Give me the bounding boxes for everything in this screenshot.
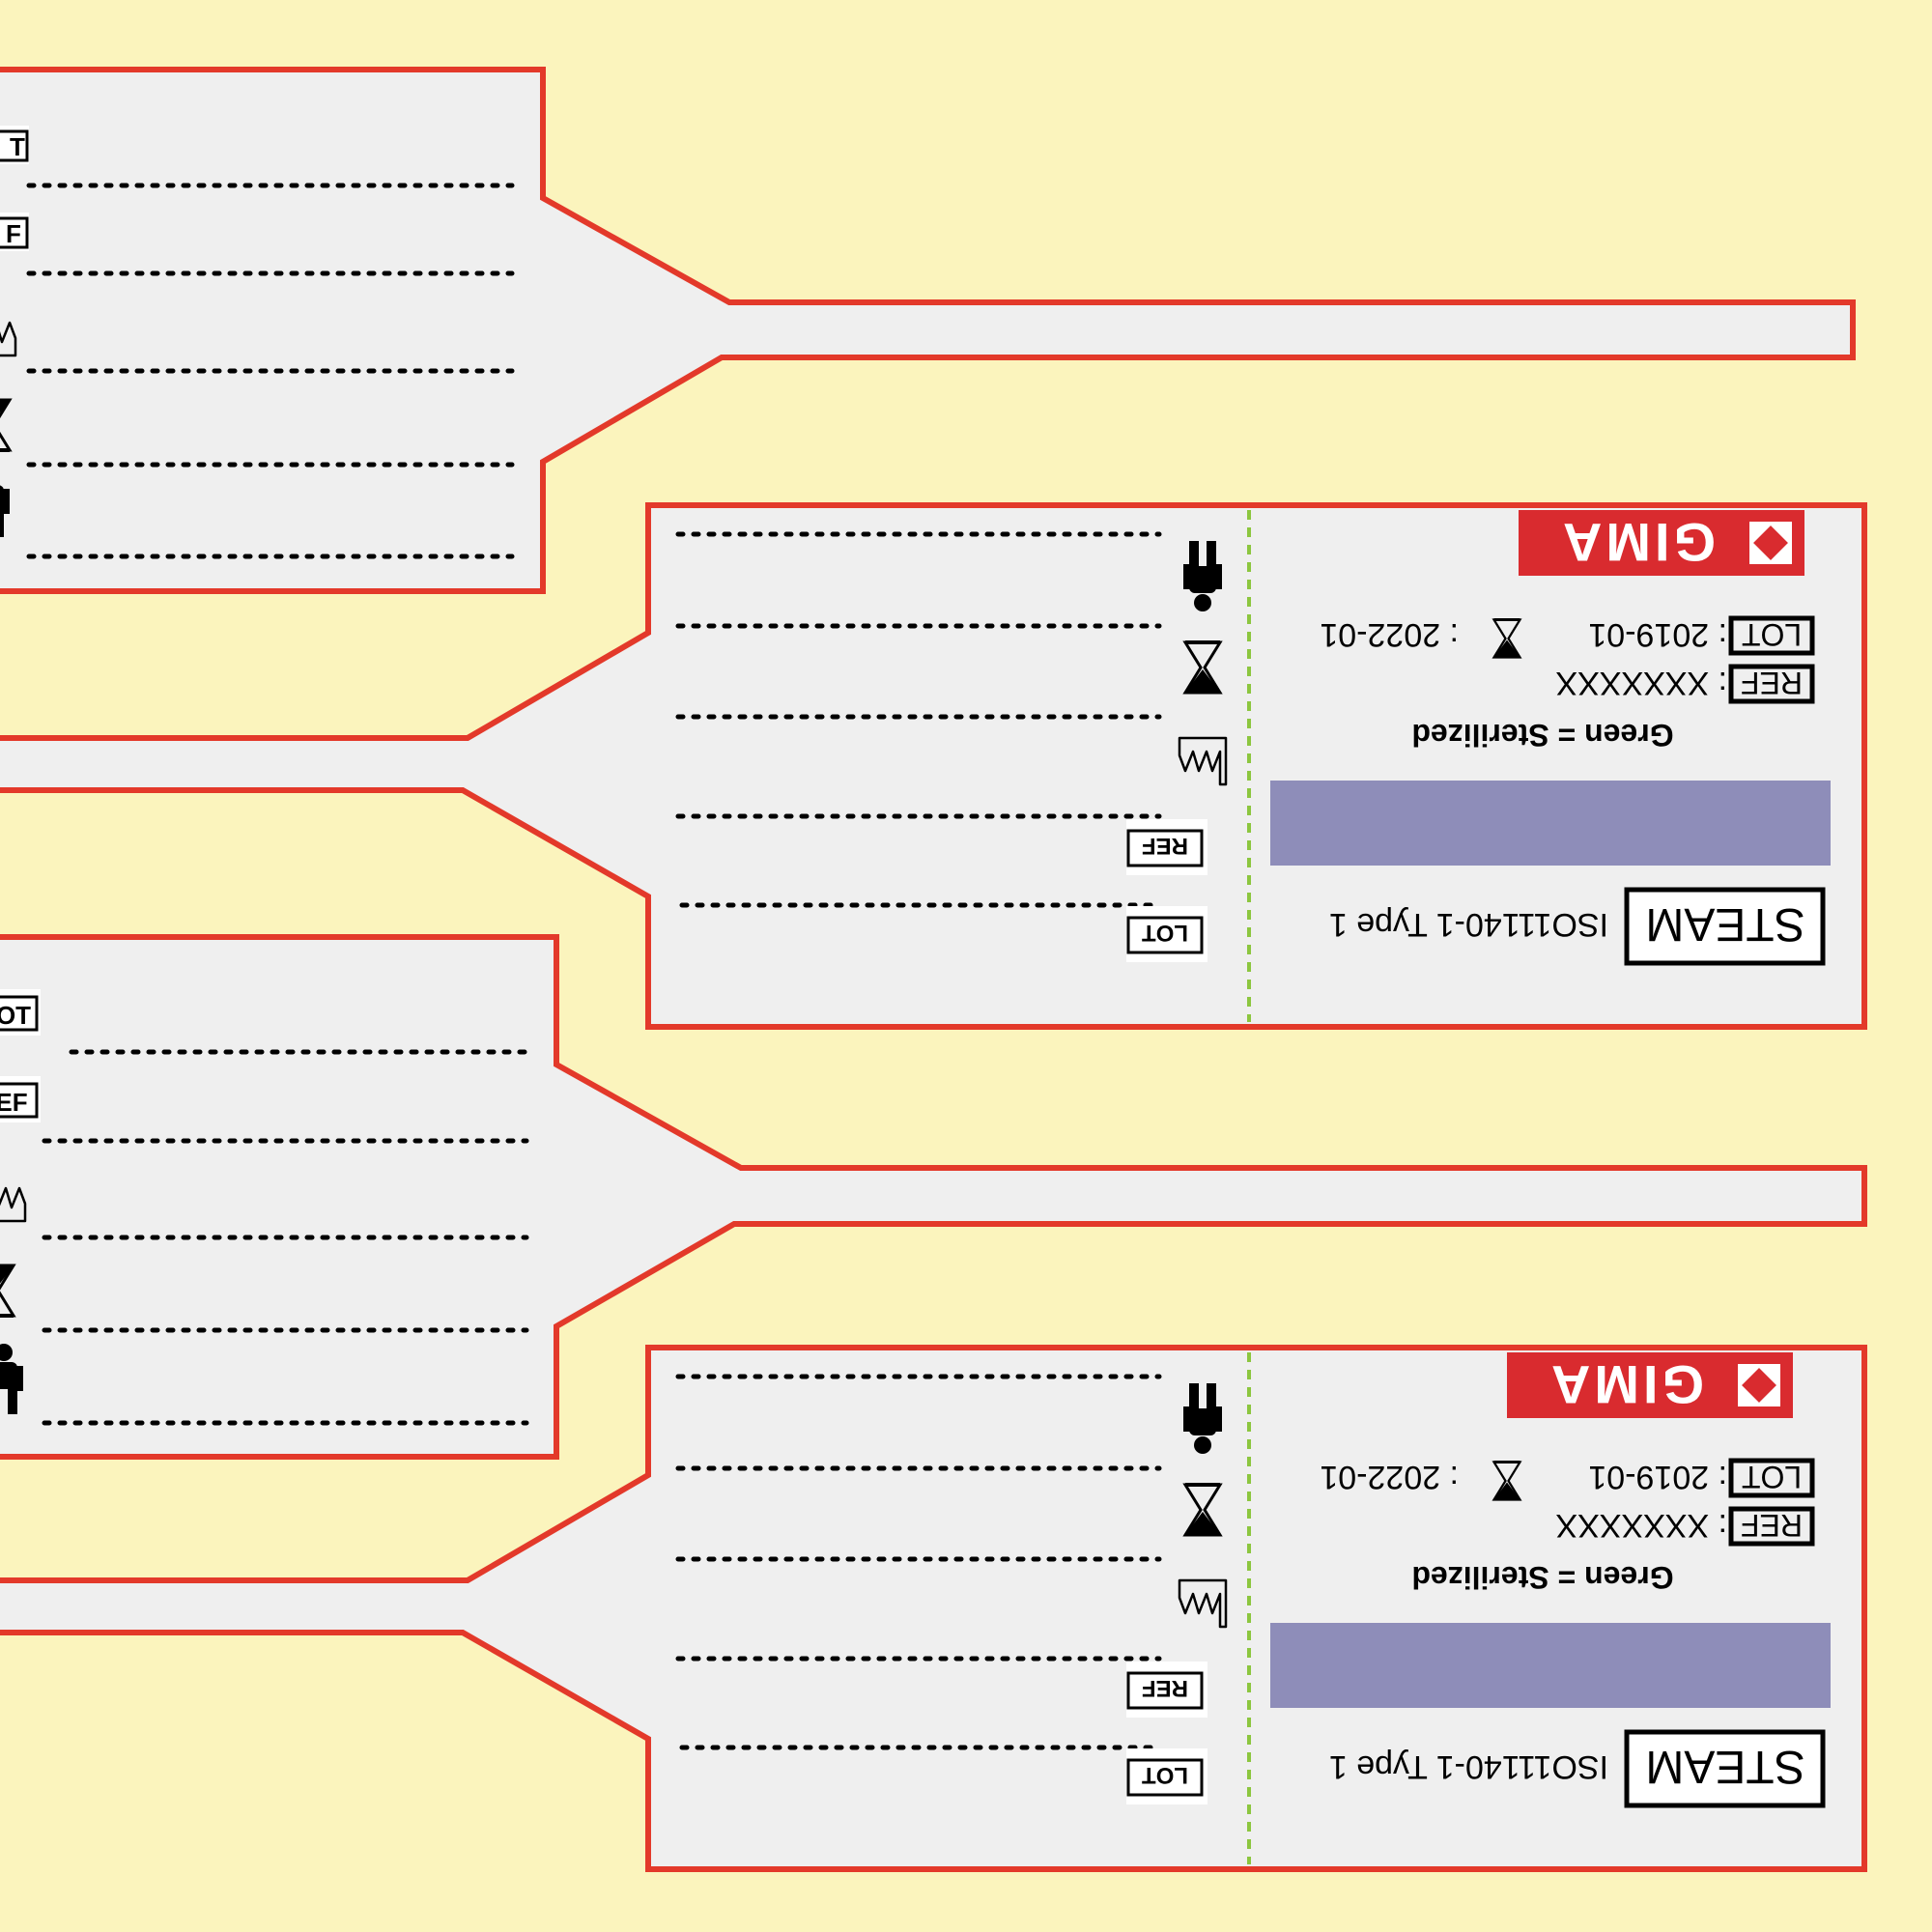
cut-tag-2-symbols: OT EF [0,989,41,1414]
tag-2-dotted-lines [675,1374,1162,1750]
tag-2-ref-value: : XXXXXXX [1555,1507,1727,1544]
cut-tag-2: OT EF [0,934,1867,1460]
tag-2-lot-symbol-box [1728,1458,1815,1498]
tag-2-lot-symbol: LOT [1742,1460,1802,1494]
tag-2-outline [0,1345,1867,1872]
cut-tag-1-dotted-lines [26,183,515,559]
cut-tag-2-outline [0,934,1867,1460]
tag-1-lot-field-symbol: LOT [1126,906,1208,962]
tag-1-lot-value: : 2019-01 [1588,616,1727,653]
tag-1-ref-symbol: REF [1741,666,1803,700]
tag-1-indicator-strip [1270,781,1831,866]
svg-text:REF: REF [1142,1675,1188,1701]
tag-2-indicator-strip [1270,1623,1831,1708]
tag-1-outline [0,502,1867,1030]
cut-tag-2-dotted-lines [42,1049,529,1426]
tag-1-lot-symbol: LOT [1742,617,1802,652]
tag-2-indicator-note: Green = Sterilized [1411,1560,1673,1595]
tag-1-ref-field-symbol: REF [1126,819,1208,875]
cut-tag-2-lot-symbol: OT [0,1001,31,1030]
tag-1: LOT REF STEAM ISO11140-1 Type 1 Green = … [0,502,1867,1030]
tag-1-process-label: STEAM [1645,898,1804,950]
tag-2-steam-box [1624,1729,1826,1808]
tag-2-lot-value: : 2019-01 [1588,1459,1727,1495]
tag-2-ref-field-symbol: REF [1126,1662,1208,1718]
tag-2-lot-field-symbol: LOT [1126,1748,1208,1804]
tag-2-ref-symbol: REF [1741,1508,1803,1543]
tag-1-steam-box [1624,887,1826,966]
svg-text:LOT: LOT [1142,1762,1188,1788]
tag-2-process-label: STEAM [1645,1741,1804,1792]
cut-tag-1: T F [0,67,1856,594]
tag-1-indicator-note: Green = Sterilized [1411,718,1673,753]
tag-1-standard: ISO11140-1 Type 1 [1329,906,1608,943]
svg-text:REF: REF [1142,833,1188,859]
gima-logo-text: GIMA [1559,512,1716,573]
cut-tag-1-symbols: T F [0,126,29,537]
tag-1-ref-symbol-box [1728,664,1815,704]
cut-tag-1-ref-symbol: F [6,219,21,248]
tag-2-ref-symbol-box [1728,1506,1815,1547]
gima-logo: GIMA [1507,1352,1793,1418]
gima-logo-text: GIMA [1548,1354,1704,1415]
tag-2-expiry-value: : 2022-01 [1320,1459,1459,1495]
tag-1-dotted-lines [675,531,1162,908]
tag-1-expiry-value: : 2022-01 [1320,616,1459,653]
tag-2: LOT REF STEAM ISO11140-1 Type 1 Green = … [0,1345,1867,1872]
tag-1-lot-symbol-box [1728,615,1815,656]
tag-1-ref-value: : XXXXXXX [1555,665,1727,701]
cut-tag-1-lot-symbol: T [10,132,25,161]
svg-text:LOT: LOT [1142,920,1188,946]
tag-2-standard: ISO11140-1 Type 1 [1329,1748,1608,1785]
gima-logo: GIMA [1519,510,1804,576]
cut-tag-2-ref-symbol: EF [0,1088,28,1117]
cut-tag-1-outline [0,67,1856,594]
